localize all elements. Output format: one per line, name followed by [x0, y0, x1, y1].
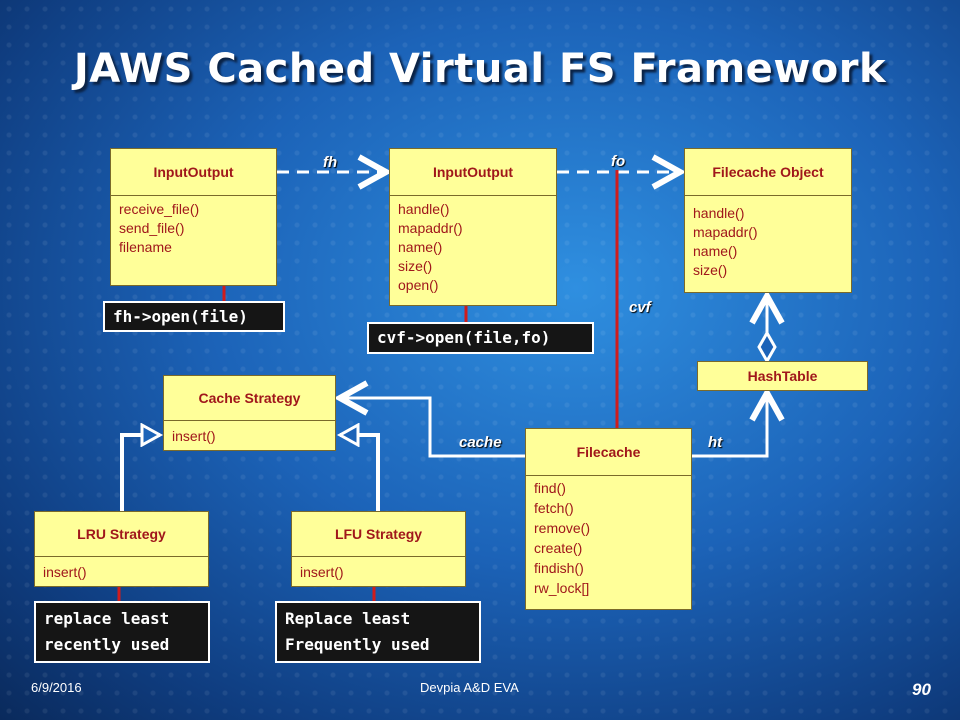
member: size() [693, 262, 728, 278]
member: handle() [693, 205, 745, 221]
member: create() [534, 540, 583, 556]
label-ht: ht [708, 434, 723, 451]
class-filecache: Filecache find() fetch() remove() create… [525, 428, 692, 610]
class-inputoutput-left: InputOutput receive_file() send_file() f… [110, 148, 277, 286]
note-lru: replace least recently used [34, 601, 210, 663]
class-members: handle() mapaddr() name() size() open() [390, 196, 556, 299]
class-members: receive_file() send_file() filename [111, 196, 276, 261]
label-cvf: cvf [629, 299, 651, 316]
cache-association-line [340, 398, 525, 458]
class-members: find() fetch() remove() create() findish… [526, 476, 691, 602]
class-name: LFU Strategy [292, 512, 465, 557]
class-hashtable: HashTable [697, 361, 868, 391]
class-name: Cache Strategy [164, 376, 335, 421]
member: fetch() [534, 500, 574, 516]
lru-generalization-line [120, 435, 160, 512]
page-number: 90 [912, 680, 931, 699]
note-line: cvf->open(file,fo) [377, 328, 551, 347]
member: mapaddr() [693, 224, 758, 240]
member: rw_lock[] [534, 580, 590, 596]
label-cache: cache [459, 434, 502, 451]
member: receive_file() [119, 201, 200, 217]
class-name: InputOutput [111, 149, 276, 196]
aggregation-diamond [757, 329, 777, 365]
footer-center: Devpia A&D EVA [420, 680, 519, 695]
note-cvf-open: cvf->open(file,fo) [367, 322, 594, 354]
class-lfu-strategy: LFU Strategy insert() [291, 511, 466, 587]
note-line: Frequently used [285, 635, 430, 654]
class-cache-strategy: Cache Strategy insert() [163, 375, 336, 451]
member: handle() [398, 201, 450, 217]
member: insert() [172, 428, 216, 444]
class-inputoutput-middle: InputOutput handle() mapaddr() name() si… [389, 148, 557, 306]
class-name: InputOutput [390, 149, 556, 196]
member: name() [398, 239, 443, 255]
note-line: recently used [44, 635, 170, 654]
class-members: insert() [35, 557, 208, 586]
member: filename [119, 239, 172, 255]
note-line: Replace least [285, 609, 411, 628]
class-name: LRU Strategy [35, 512, 208, 557]
note-line: fh->open(file) [113, 307, 248, 326]
lfu-generalization-line [340, 435, 380, 512]
member: size() [398, 258, 433, 274]
class-lru-strategy: LRU Strategy insert() [34, 511, 209, 587]
class-filecache-object: Filecache Object handle() mapaddr() name… [684, 148, 852, 293]
member: find() [534, 480, 566, 496]
note-line: replace least [44, 609, 170, 628]
class-members: handle() mapaddr() name() size() [685, 196, 851, 284]
class-name: HashTable [747, 368, 818, 384]
member: name() [693, 243, 738, 259]
ht-association-line [692, 393, 767, 458]
member: insert() [43, 564, 87, 580]
slide-title: JAWS Cached Virtual FS Framework [73, 46, 887, 92]
note-fh-open: fh->open(file) [103, 301, 285, 332]
member: insert() [300, 564, 344, 580]
label-fh: fh [323, 154, 338, 171]
note-lfu: Replace least Frequently used [275, 601, 481, 663]
class-name: Filecache Object [685, 149, 851, 196]
member: mapaddr() [398, 220, 463, 236]
class-members: insert() [292, 557, 465, 586]
label-fo: fo [611, 153, 626, 170]
footer-date: 6/9/2016 [31, 680, 82, 695]
member: send_file() [119, 220, 185, 236]
member: remove() [534, 520, 591, 536]
member: findish() [534, 560, 584, 576]
class-name: Filecache [526, 429, 691, 476]
class-members: insert() [164, 421, 335, 450]
member: open() [398, 277, 439, 293]
